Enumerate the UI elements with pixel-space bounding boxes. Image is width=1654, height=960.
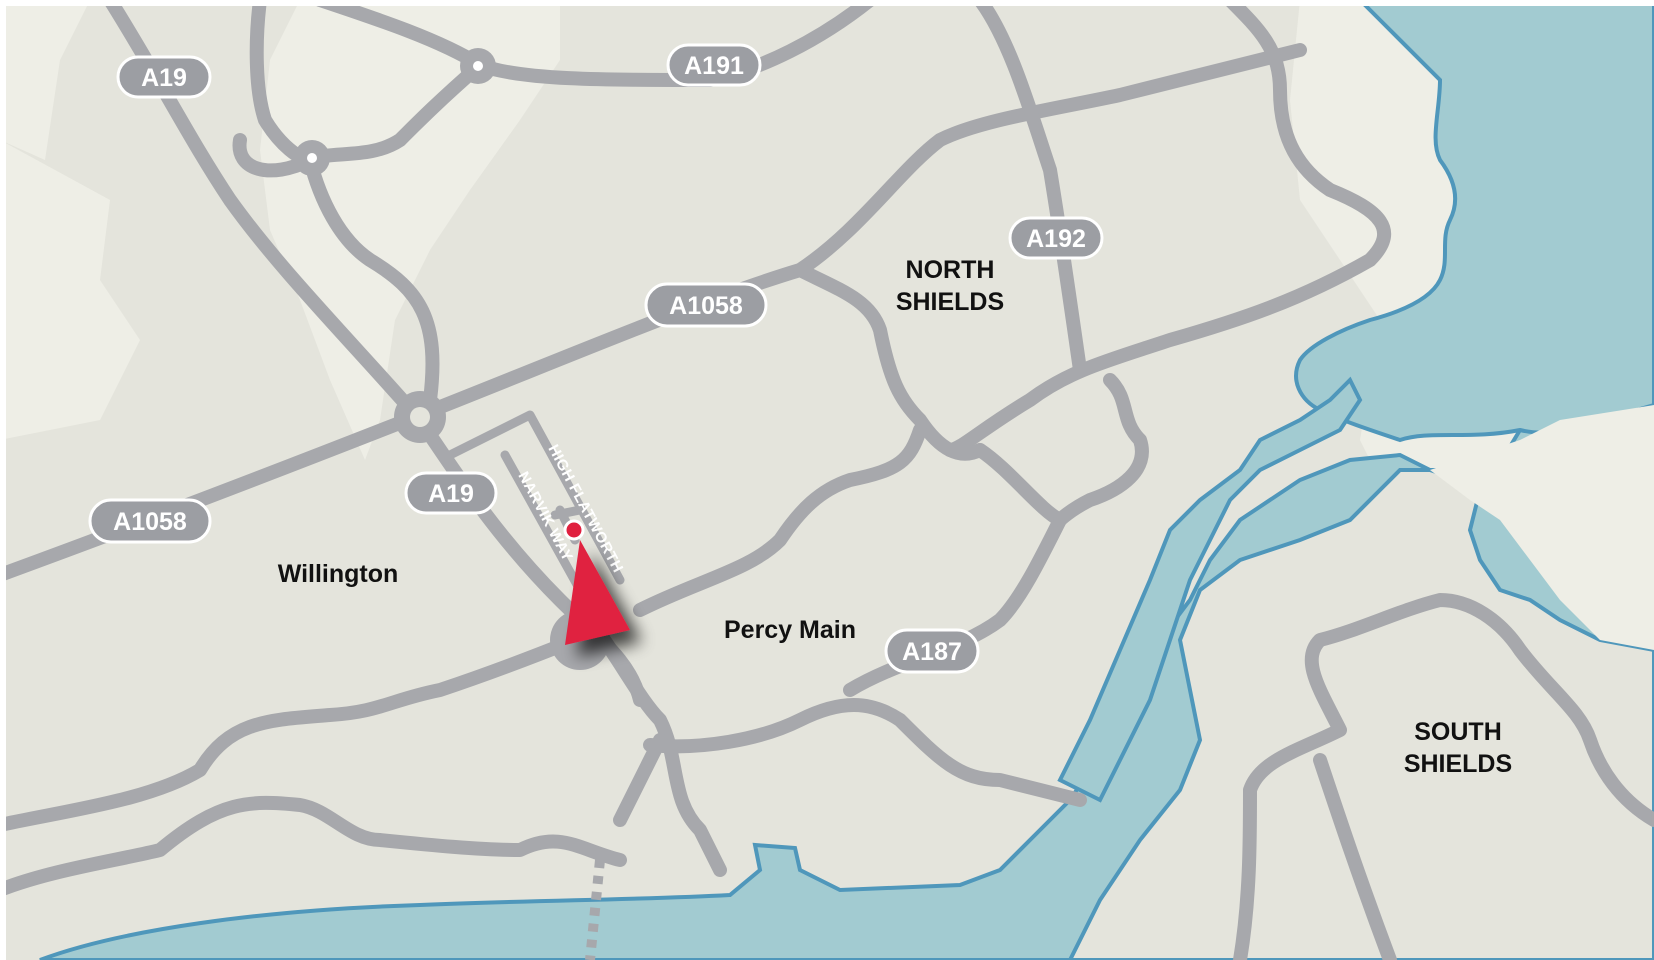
- road-label-a1058-east: A1058: [644, 282, 768, 328]
- south-shields-land: [1067, 468, 1654, 960]
- road-label-text: A187: [902, 638, 962, 666]
- place-label-south-shields-line2: SHIELDS: [1404, 750, 1512, 778]
- place-label-south-shields-line1: SOUTH: [1414, 718, 1502, 746]
- south-shields-light-land: [1430, 405, 1654, 650]
- road-label-text: A1058: [113, 508, 187, 536]
- road-label-a191: A191: [666, 43, 762, 87]
- road-label-text: A192: [1026, 225, 1086, 253]
- direction-pointer-icon: [565, 540, 630, 645]
- road-label-text: A1058: [669, 292, 743, 320]
- road-label-a192: A192: [1008, 216, 1104, 260]
- light-land-north: [260, 6, 560, 460]
- light-land-west: [6, 143, 140, 439]
- road-label-text: A19: [141, 64, 187, 92]
- place-label-north-shields-line1: NORTH: [906, 256, 995, 284]
- location-marker: [563, 519, 630, 645]
- place-label-north-shields-line2: SHIELDS: [896, 288, 1004, 316]
- river-crossing: [585, 859, 605, 960]
- estuary: [1057, 376, 1363, 803]
- road-label-text: A191: [684, 52, 744, 80]
- place-label-percy-main: Percy Main: [724, 616, 856, 644]
- north-sea: [1294, 6, 1654, 443]
- place-label-willington: Willington: [278, 560, 399, 588]
- road-label-a19-south: A19: [404, 471, 498, 515]
- location-pin-icon: [563, 519, 585, 541]
- road-label-a19-north: A19: [116, 55, 212, 99]
- road-label-a1058-west: A1058: [88, 498, 212, 544]
- light-land-northwest: [6, 6, 87, 160]
- road-label-a187: A187: [884, 628, 980, 674]
- road-label-text: A19: [428, 480, 474, 508]
